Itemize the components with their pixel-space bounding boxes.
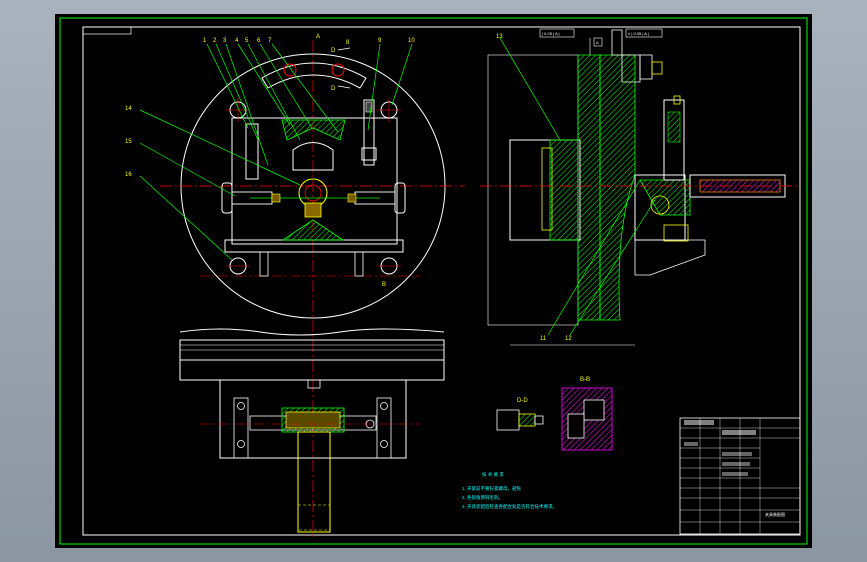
part-number-5: 5: [245, 38, 249, 44]
detail-views: D-D B-B: [496, 377, 613, 451]
faceplate-section: [549, 54, 601, 321]
side-section-view: 13 11 12 | 0.05 | A | // | 0.05 | A | A: [480, 28, 800, 346]
part-number-6: 6: [257, 38, 261, 44]
part-number-14: 14: [125, 106, 132, 112]
corner-box: [82, 26, 132, 35]
part-number-8: 8: [346, 40, 350, 46]
tolerance-parallel-text: // | 0.05 | A |: [628, 31, 649, 36]
notes-title: 技 术 要 求: [482, 471, 504, 478]
part-number-13: 13: [496, 34, 503, 40]
note-2: 2. 各锐角倒钝毛刺。: [462, 494, 503, 501]
slot-bolt-left: [283, 63, 297, 77]
title-block: 夹具装配图: [679, 417, 801, 535]
angle-plate-section: [599, 54, 636, 321]
drawing-name: 夹具装配图: [765, 511, 785, 517]
part-number-11: 11: [540, 336, 547, 342]
fixture-body: [231, 117, 398, 245]
note-3: 3. 夹具装配后检查各配合处是否符合技术要求。: [462, 503, 557, 510]
arc-slot: [261, 62, 367, 89]
technical-notes: 技 术 要 求 1. 夹紧前不要拧紧螺母，避免 2. 各锐角倒钝毛刺。 3. 夹…: [462, 471, 557, 510]
tolerance-frame-parallel: [625, 28, 663, 38]
knob-right: [394, 182, 406, 214]
drawing-sheet: [55, 14, 812, 548]
part-number-2: 2: [213, 38, 217, 44]
part-number-3: 3: [223, 38, 227, 44]
table-view: [179, 328, 445, 533]
part-number-15: 15: [125, 139, 132, 145]
section-mark-d-top: D: [331, 48, 336, 54]
part-number-12: 12: [565, 336, 572, 342]
slot-bolt-right: [331, 63, 345, 77]
base-plate: [224, 239, 404, 253]
v-block: [281, 119, 346, 141]
section-label-dd: D-D: [517, 398, 528, 404]
part-number-1: 1: [203, 38, 207, 44]
inner-border: [82, 26, 801, 536]
leader-lines: [139, 43, 413, 261]
knob-left: [221, 182, 233, 214]
section-mark-d-bottom: D: [331, 86, 336, 92]
section-label-bb: B-B: [580, 377, 590, 383]
section-mark-b: B: [382, 282, 386, 288]
part-number-16: 16: [125, 172, 132, 178]
note-1: 1. 夹紧前不要拧紧螺母，避免: [462, 485, 522, 492]
part-number-7: 7: [268, 38, 272, 44]
part-number-10: 10: [408, 38, 415, 44]
lower-v-support: [281, 219, 345, 241]
front-view: 1 2 3 4 5 6 7 8 9 10 14 15 16 A D D B: [125, 34, 465, 540]
section-mark-a: A: [316, 34, 320, 40]
outer-border: [59, 17, 808, 545]
shaft-workpiece: [297, 431, 331, 533]
datum-label: A: [596, 40, 599, 45]
tolerance-frame-flatness: [539, 28, 575, 38]
part-number-4: 4: [235, 38, 239, 44]
part-number-9: 9: [378, 38, 382, 44]
tolerance-flatness-text: | 0.05 | A |: [542, 31, 560, 36]
